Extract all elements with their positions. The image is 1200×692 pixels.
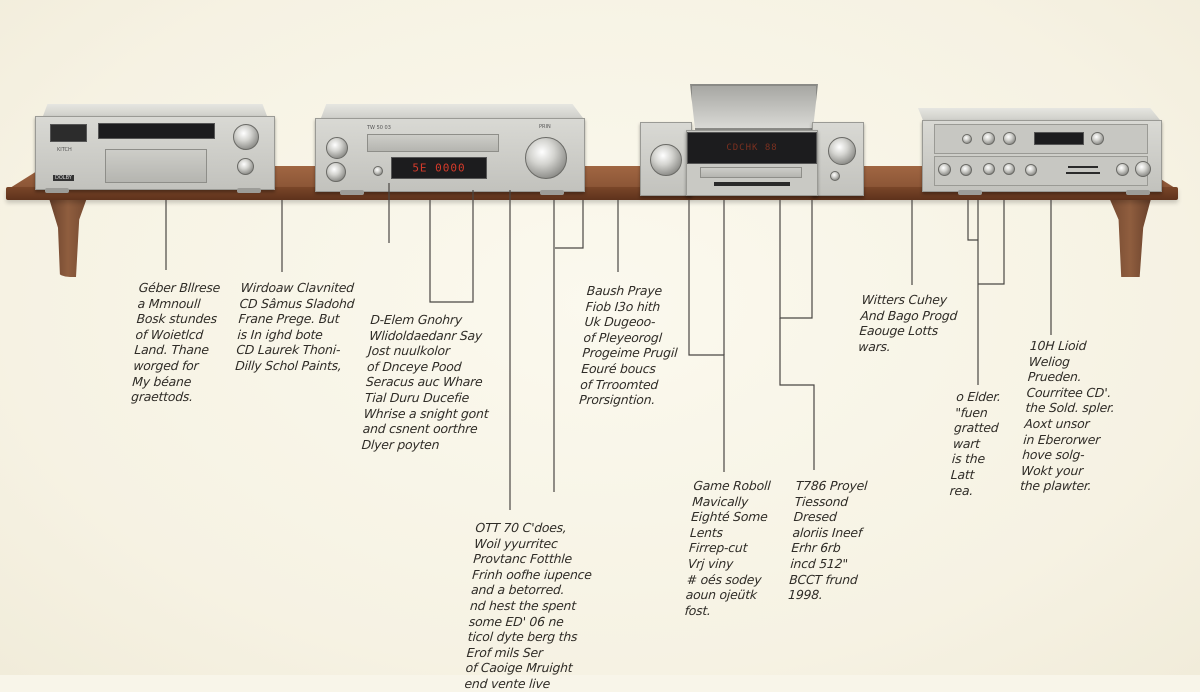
leader-line: [688, 200, 725, 472]
annotation-note-5: OTT 70 C'does, Woil yyurritec Provtanc F…: [464, 520, 593, 691]
shelf-board-top: [10, 166, 1175, 188]
volume-knob-2[interactable]: [525, 137, 567, 179]
device-2-display: 5E 0000: [391, 157, 487, 179]
annotation-note-6: Game Roboll Mavically Eighté Some Lents …: [684, 478, 772, 618]
cd-player-2: TW 50 03 5E 0000 PRIN: [315, 104, 587, 196]
device-1-label-left: KITCH: [57, 147, 72, 153]
control-knob-4f[interactable]: [983, 163, 995, 175]
disc-tray-3[interactable]: [700, 167, 802, 178]
leader-line: [978, 200, 1005, 285]
annotation-note-8: Witters Cuhey And Bago Progd Eaouge Lott…: [857, 292, 958, 354]
annotation-leader-lines: [165, 183, 1052, 510]
cd-player-3-top-loader: CDCHK 88: [640, 82, 865, 197]
control-knob-4a[interactable]: [982, 132, 995, 145]
lid-open[interactable]: [690, 84, 818, 130]
leader-line: [779, 200, 813, 319]
leader-line: [967, 200, 978, 241]
annotation-note-9: o Elder. "fuen gratted wart is the Latt …: [949, 389, 1002, 498]
device-2-brand-label: PRIN: [539, 124, 551, 130]
left-knob-3[interactable]: [650, 144, 682, 176]
disc-slot-4[interactable]: [1068, 166, 1098, 168]
leader-line: [555, 200, 584, 249]
device-3-display: CDCHK 88: [687, 132, 817, 164]
control-knob-4h[interactable]: [1025, 164, 1037, 176]
disc-tray-1[interactable]: [105, 149, 207, 183]
control-knob-4c[interactable]: [1091, 132, 1104, 145]
cd-player-1: KITCH DOLBY: [35, 104, 275, 194]
left-knob-bottom-2[interactable]: [326, 162, 346, 182]
annotation-note-10: 10H Lioid Weliog Prueden. Courritee CD'.…: [1019, 338, 1116, 494]
device-1-label-badge: DOLBY: [53, 175, 74, 181]
control-knob-4d[interactable]: [938, 163, 951, 176]
control-knob-4i[interactable]: [1116, 163, 1129, 176]
leader-line: [779, 318, 815, 470]
device-2-model-label: TW 50 03: [367, 125, 391, 131]
control-knob-4g[interactable]: [1003, 163, 1015, 175]
device-2-display-text: 5E 0000: [412, 161, 466, 175]
annotation-note-2: Wirdoaw Clavnited CD Sâmus Sladohd Frane…: [234, 280, 355, 373]
device-1-display: [98, 123, 215, 139]
control-knob-4j[interactable]: [1135, 161, 1151, 177]
control-knob-4e[interactable]: [960, 164, 972, 176]
left-knob-top-2[interactable]: [326, 137, 348, 159]
play-button-3[interactable]: [830, 171, 840, 181]
control-knob-4b[interactable]: [1003, 132, 1016, 145]
leader-line: [429, 190, 474, 303]
device-3-display-text: CDCHK 88: [726, 143, 778, 153]
power-button-2[interactable]: [373, 166, 383, 176]
annotation-note-3: D-Elem Gnohry Wlidoldaedanr Say Jost nuu…: [361, 312, 489, 452]
device-4-display: [1034, 132, 1084, 145]
volume-knob-1[interactable]: [233, 124, 259, 150]
cd-player-4: [918, 108, 1163, 196]
tape-window: [50, 124, 87, 142]
annotation-note-1: Géber Bllrese a Mmnoull Bosk stundes of …: [130, 280, 221, 405]
annotation-note-4: Baush Praye Fiob I3o hith Uk Dugeoo- of …: [578, 283, 678, 408]
shelf-board-front: [6, 187, 1178, 200]
right-knob-3[interactable]: [828, 137, 856, 165]
annotation-note-7: T786 Proyel Tiessond Dresed aloriis Inee…: [787, 478, 868, 603]
disc-tray-2[interactable]: [367, 134, 499, 152]
selector-knob-1[interactable]: [237, 158, 254, 175]
